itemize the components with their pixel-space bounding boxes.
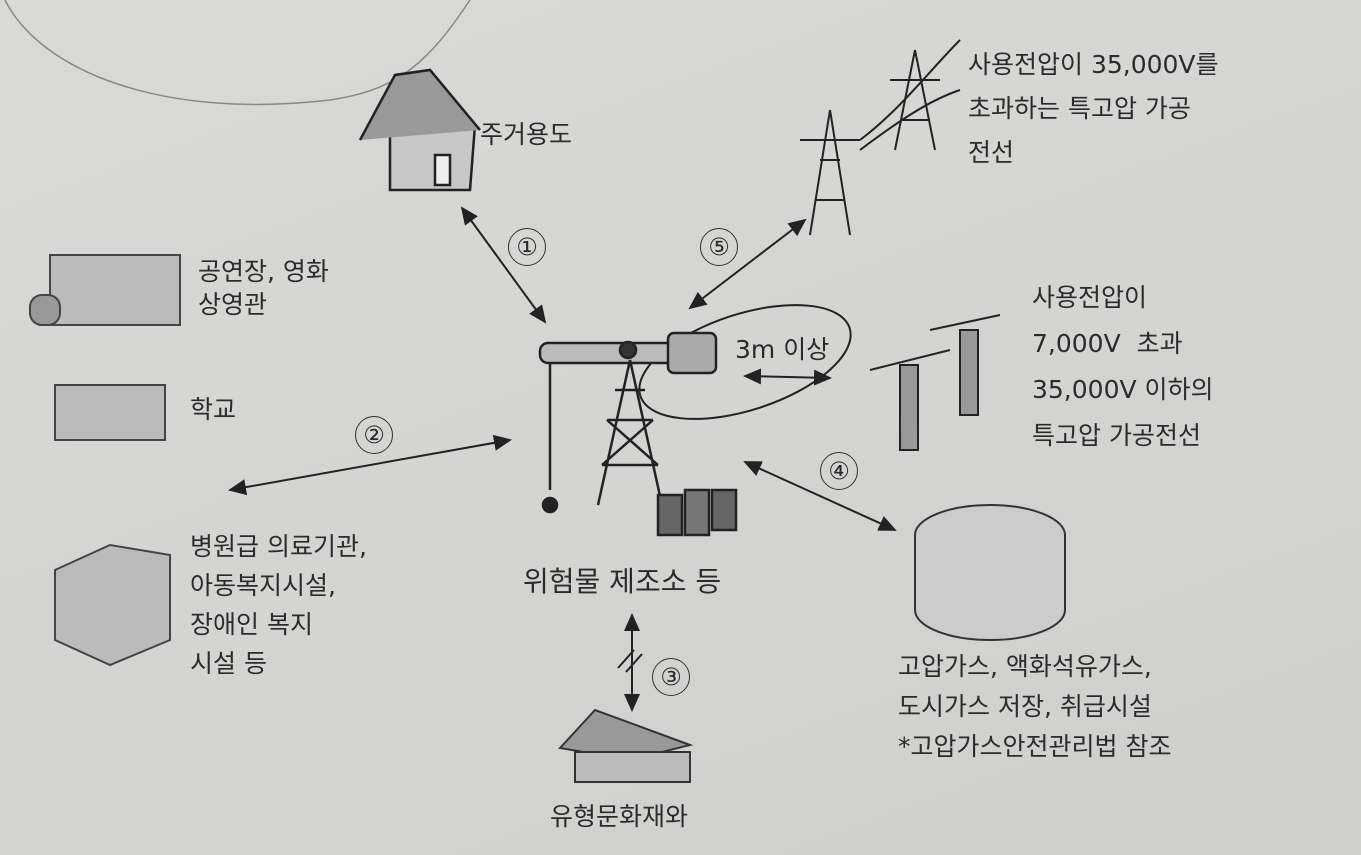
arrow-1 <box>460 206 547 324</box>
arrow-4 <box>743 461 897 531</box>
gas-tank-icon <box>914 504 1066 641</box>
arrow-2 <box>228 434 512 496</box>
label-school: 학교 <box>190 395 237 424</box>
arrow-5 <box>688 218 807 310</box>
mid-voltage-pole-icon <box>869 314 1001 451</box>
label-theater: 공연장, 영화 상영관 <box>198 257 329 319</box>
marker-1: ① <box>508 228 546 266</box>
label-line-mid: 사용전압이 7,000V 초과 35,000V 이하의 특고압 가공전선 <box>1032 283 1214 450</box>
label-heritage: 유형문화재와 <box>550 802 689 831</box>
marker-3: ③ <box>652 658 690 696</box>
label-residential: 주거용도 <box>480 120 573 149</box>
house-icon <box>358 68 481 192</box>
label-center: 위험물 제조소 등 <box>523 565 722 598</box>
high-voltage-tower-icon <box>800 39 961 236</box>
school-icon <box>54 384 166 441</box>
theater-icon <box>29 254 181 326</box>
range-ellipse <box>638 304 852 420</box>
label-line-high: 사용전압이 35,000V를 초과하는 특고압 가공 전선 <box>968 50 1219 167</box>
facility-icon <box>538 331 738 537</box>
arrow-distance <box>743 368 832 386</box>
marker-4: ④ <box>820 452 858 490</box>
label-distance: 3m 이상 <box>735 335 830 364</box>
hospital-icon <box>54 543 171 667</box>
marker-5: ⑤ <box>700 228 738 266</box>
label-gas: 고압가스, 액화석유가스, 도시가스 저장, 취급시설 *고압가스안전관리법 참… <box>898 652 1172 761</box>
label-hospital: 병원급 의료기관, 아동복지시설, 장애인 복지 시설 등 <box>190 532 367 678</box>
marker-2: ② <box>355 416 393 454</box>
heritage-icon <box>558 708 694 783</box>
